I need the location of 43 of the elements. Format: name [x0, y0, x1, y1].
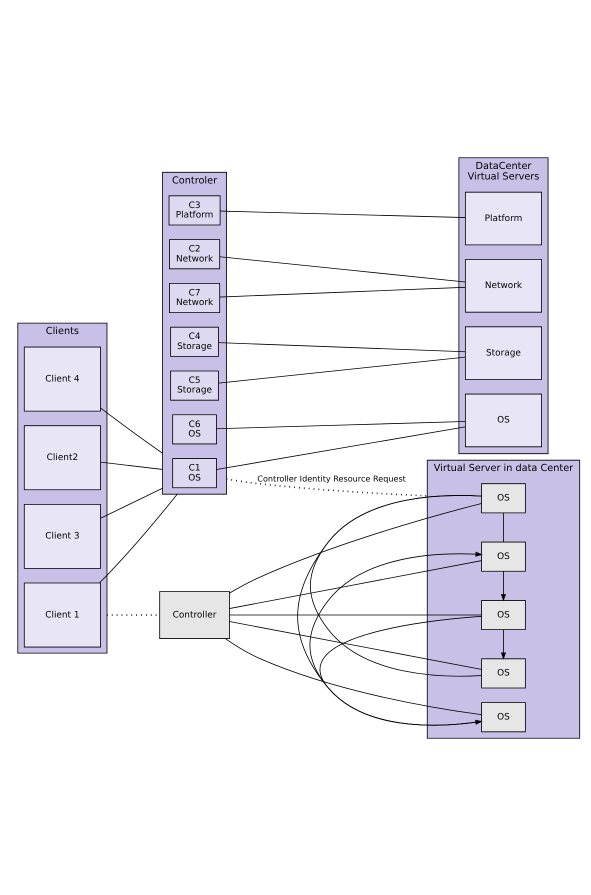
connector: [229, 620, 482, 670]
node-box: OS: [481, 658, 526, 688]
connector: [100, 487, 163, 518]
connector: [100, 461, 163, 470]
connector: [99, 493, 178, 583]
node-box: Network: [464, 258, 542, 312]
edge-label: Controller Identity Resource Request: [257, 472, 406, 483]
node-box: C6 OS: [172, 414, 217, 444]
node-box: C2 Network: [169, 238, 220, 269]
node-box: Client 1: [24, 582, 101, 647]
node-box: C7 Network: [169, 282, 220, 312]
arrow: [500, 628, 506, 660]
node-box: C1 OS: [172, 458, 217, 488]
connector: [218, 342, 466, 352]
connector: [229, 614, 482, 615]
connector: [218, 356, 466, 383]
connector: [219, 256, 466, 282]
connector: [216, 426, 466, 470]
connector: [216, 420, 466, 429]
node-box: Storage: [464, 326, 542, 380]
connector: [503, 512, 504, 542]
node-box: Client 4: [24, 346, 101, 412]
node-box: Client2: [24, 424, 101, 490]
connector: [219, 286, 466, 297]
node-box: OS: [481, 482, 526, 513]
node-box: Controller: [159, 590, 230, 638]
connector: [226, 478, 428, 496]
node-box: OS: [464, 393, 542, 447]
node-box: Platform: [464, 191, 542, 245]
node-box: C4 Storage: [170, 326, 219, 356]
connector: [229, 560, 482, 608]
node-box: C3 Platform: [168, 194, 220, 225]
connector: [310, 494, 482, 676]
arrow: [500, 570, 506, 601]
connector: [229, 502, 482, 593]
node-box: OS: [481, 702, 526, 732]
node-box: Client 3: [24, 503, 101, 568]
connector: [224, 638, 482, 715]
node-box: OS: [481, 600, 526, 630]
connector: [220, 210, 466, 218]
node-box: C5 Storage: [170, 370, 219, 400]
node-box: OS: [481, 541, 526, 572]
connector: [100, 407, 163, 454]
